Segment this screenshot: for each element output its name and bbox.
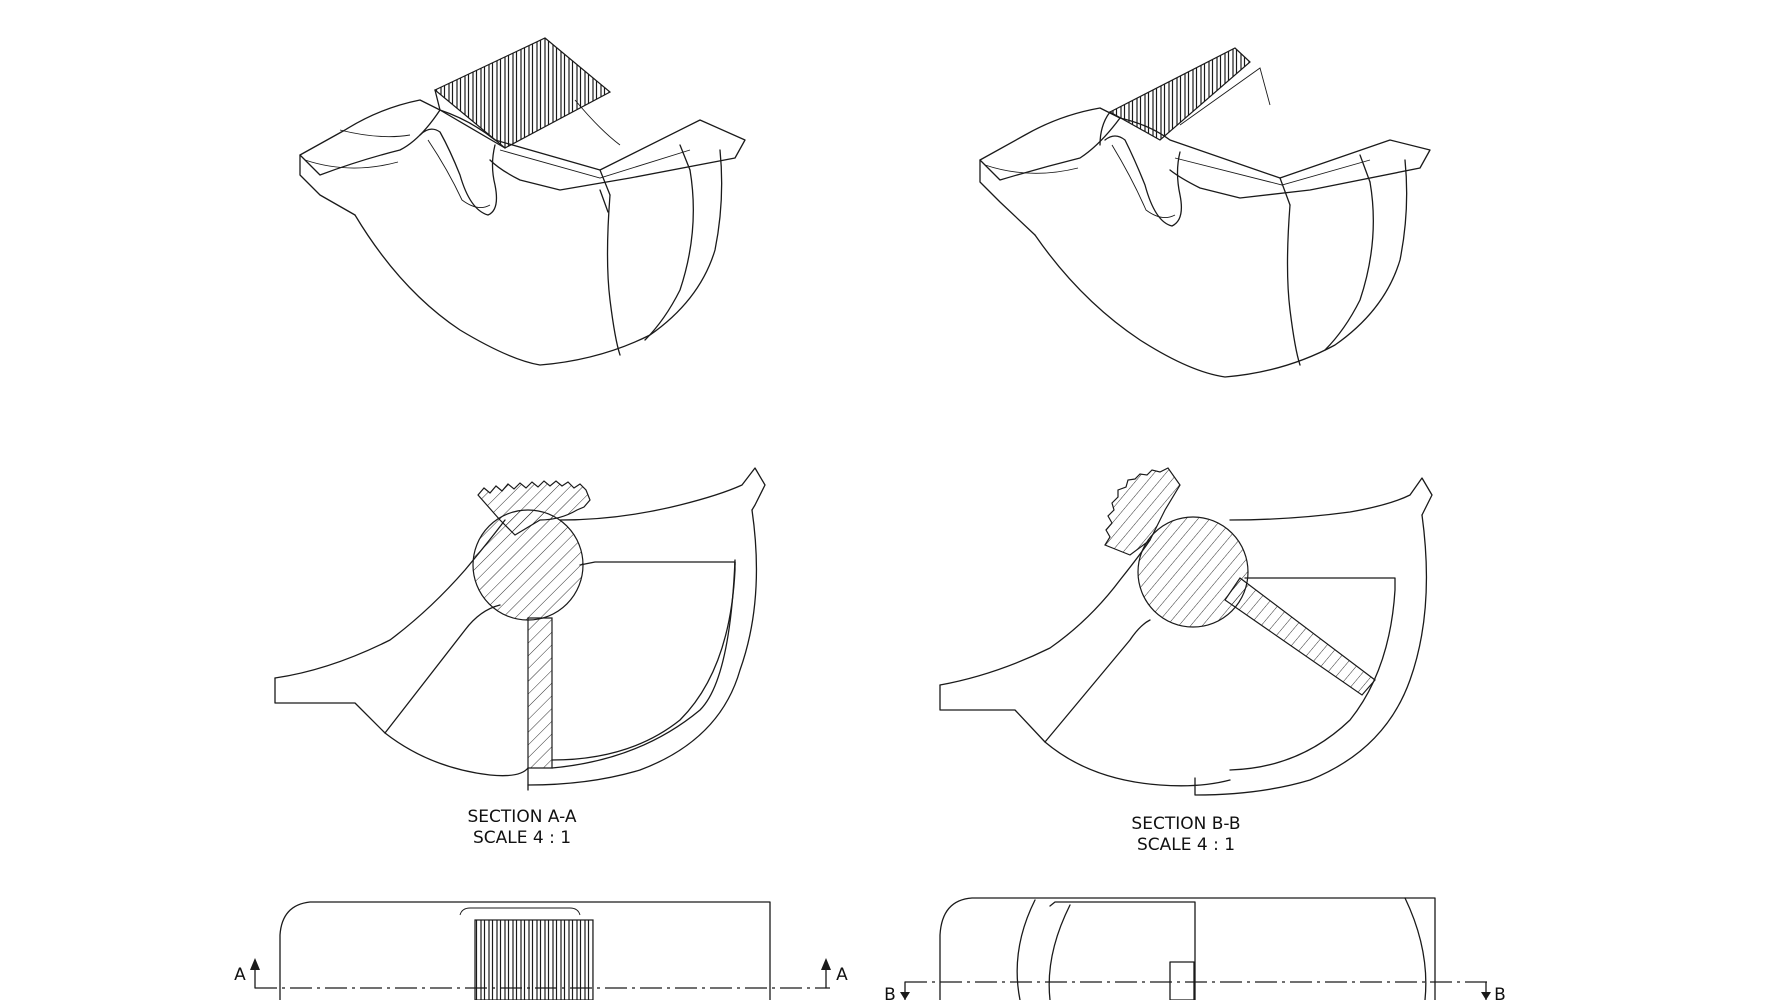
section-a-a-view <box>274 467 766 791</box>
section-b-b-title: SECTION B-B <box>1131 814 1240 834</box>
isometric-view-right <box>979 47 1431 378</box>
cut-b-label-left: B <box>884 985 896 1000</box>
section-b-b-view <box>939 467 1433 796</box>
section-b-b-scale: SCALE 4 : 1 <box>1137 835 1235 855</box>
cut-b-label-right: B <box>1494 985 1506 1000</box>
cut-a-label-right: A <box>836 965 848 985</box>
section-a-a-title: SECTION A-A <box>468 807 577 827</box>
front-view-right <box>900 897 1491 1001</box>
cut-a-label-left: A <box>234 965 246 985</box>
isometric-view-left <box>299 37 746 366</box>
section-a-a-scale: SCALE 4 : 1 <box>473 828 571 848</box>
front-view-left <box>250 901 831 1001</box>
